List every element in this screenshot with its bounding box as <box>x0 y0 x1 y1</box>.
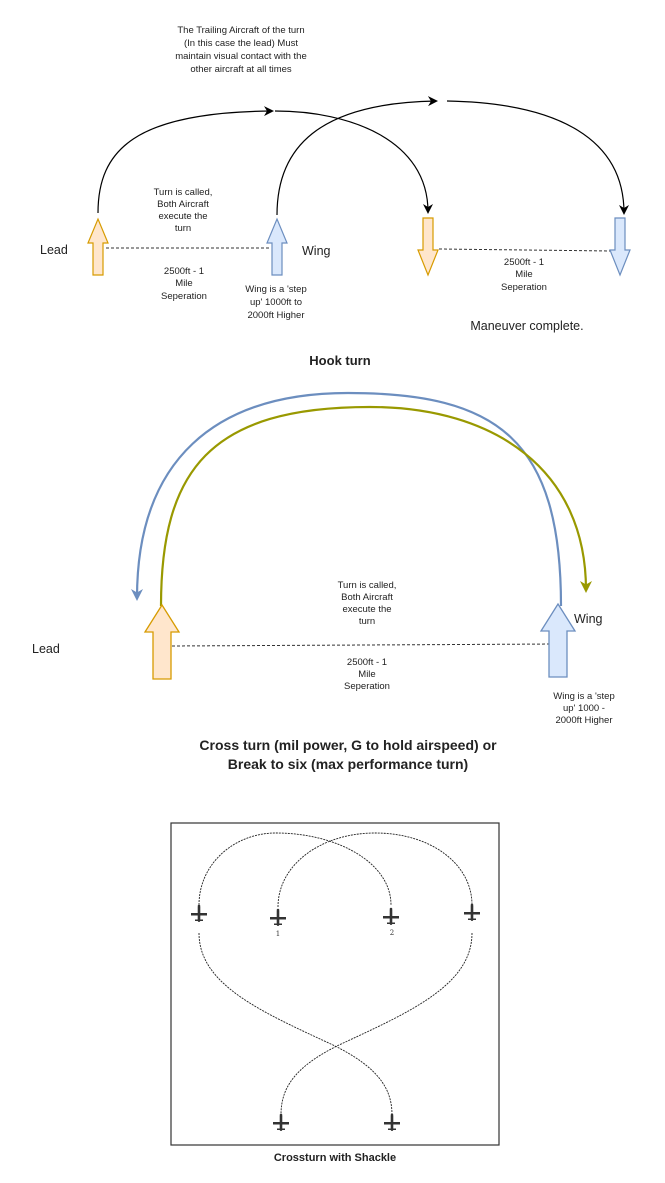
shackle-caption: Crossturn with Shackle <box>274 1152 396 1164</box>
cross-wing-label: Wing <box>574 612 603 626</box>
hook-separation-text: 2500ft - 1 Mile Seperation <box>161 266 207 302</box>
hook-note-line: The Trailing Aircraft of the turn <box>177 25 304 36</box>
cross-lead-label: Lead <box>32 642 60 656</box>
hook-turn-diagram: The Trailing Aircraft of the turn (In th… <box>40 25 631 368</box>
hook-separation-right-line: Mile <box>515 269 532 280</box>
cross-wing-note: Wing is a 'step up' 1000 - 2000ft Higher <box>553 691 614 726</box>
cross-wing-arrow <box>539 602 577 678</box>
cross-separation-text: 2500ft - 1 Mile Seperation <box>344 657 390 692</box>
hook-separation-right-text: 2500ft - 1 Mile Seperation <box>501 257 547 293</box>
hook-wing-arrow-down <box>609 217 631 277</box>
cross-turn-caption-line-1: Cross turn (mil power, G to hold airspee… <box>199 737 497 753</box>
shackle-frame <box>170 822 500 1146</box>
cross-lead-arrow <box>143 603 181 680</box>
hook-turn-called-line: execute the <box>158 211 207 222</box>
hook-separation-line-text: 2500ft - 1 <box>164 266 204 277</box>
shackle-cross-path-left <box>198 932 393 1116</box>
hook-lead-path-descent <box>274 110 433 214</box>
shackle-loop-inner <box>277 832 473 908</box>
cross-separation-line-text: Seperation <box>344 681 390 692</box>
hook-note-text: The Trailing Aircraft of the turn (In th… <box>175 25 306 75</box>
hook-lead-path <box>97 106 274 214</box>
hook-lead-arrow-up <box>87 217 109 276</box>
hook-note-line: (In this case the lead) Must <box>184 38 298 49</box>
cross-turn-called-line: Turn is called, <box>338 580 397 591</box>
hook-wing-path <box>276 96 438 216</box>
hook-separation-right-line: Seperation <box>501 282 547 293</box>
shackle-loop-outer <box>198 832 392 906</box>
cross-wing-note-line: Wing is a 'step <box>553 691 614 702</box>
hook-turn-caption: Hook turn <box>309 353 370 368</box>
hook-wing-label: Wing <box>302 244 331 258</box>
hook-turn-called-line: Both Aircraft <box>157 199 209 210</box>
hook-wing-note-line: up' 1000ft to <box>250 297 302 308</box>
hook-wing-note-line: 2000ft Higher <box>247 310 304 321</box>
hook-lead-label: Lead <box>40 243 68 257</box>
hook-turn-called-text: Turn is called, Both Aircraft execute th… <box>154 187 213 234</box>
cross-turn-called-line: turn <box>359 616 375 627</box>
cross-wing-path <box>131 391 563 607</box>
aircraft-label-1: 1 <box>276 930 280 938</box>
cross-turn-called-line: execute the <box>342 604 391 615</box>
hook-wing-note-line: Wing is a 'step <box>245 284 306 295</box>
cross-separation-line-text: Mile <box>358 669 375 680</box>
cross-turn-called-line: Both Aircraft <box>341 592 393 603</box>
hook-separation-right-line: 2500ft - 1 <box>504 257 544 268</box>
hook-wing-note: Wing is a 'step up' 1000ft to 2000ft Hig… <box>245 284 306 321</box>
cross-turn-caption-line-2: Break to six (max performance turn) <box>228 756 468 772</box>
hook-separation-line-complete <box>438 248 613 252</box>
hook-turn-called-line: turn <box>175 223 191 234</box>
cross-turn-diagram: Lead Wing Turn is called, Both Aircraft … <box>32 391 615 772</box>
shackle-cross-path-right <box>280 932 473 1116</box>
hook-note-line: maintain visual contact with the <box>175 51 306 62</box>
hook-turn-called-line: Turn is called, <box>154 187 213 198</box>
cross-wing-note-line: 2000ft Higher <box>555 715 612 726</box>
hook-wing-arrow-up <box>266 217 288 276</box>
cross-wing-note-line: up' 1000 - <box>563 703 605 714</box>
shackle-diagram: 1 2 Crossturn with Shackle <box>170 822 500 1164</box>
hook-separation-line-text: Seperation <box>161 291 207 302</box>
hook-lead-arrow-down <box>417 217 439 277</box>
cross-turn-called-text: Turn is called, Both Aircraft execute th… <box>338 580 397 627</box>
cross-separation-line-text: 2500ft - 1 <box>347 657 387 668</box>
hook-wing-path-descent <box>446 100 629 215</box>
hook-separation-line-text: Mile <box>175 278 192 289</box>
hook-complete-label: Maneuver complete. <box>470 319 583 333</box>
hook-note-line: other aircraft at all times <box>190 64 292 75</box>
aircraft-label-2: 2 <box>390 929 394 937</box>
cross-lead-path <box>159 405 592 607</box>
cross-separation-line <box>171 643 557 647</box>
